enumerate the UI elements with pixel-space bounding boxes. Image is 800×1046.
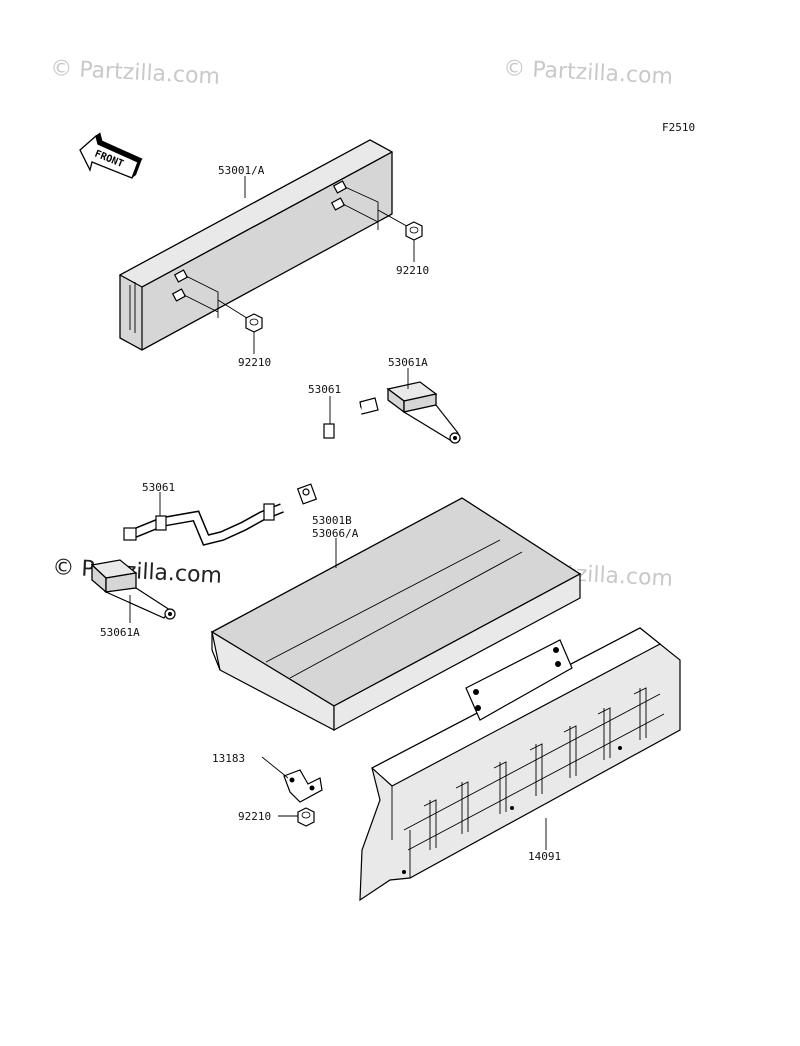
callout-strap-upper: 53061 [308,383,341,396]
callout-seat-line2: 53066/A [312,527,359,540]
watermark-top-left: © Partzilla.com [50,56,221,90]
callout-mudflap-front: 53001/A [218,164,265,177]
callout-nut-left: 92210 [238,356,271,369]
watermark-mid-left: © Partzilla.com [52,555,223,589]
nut-icon-bottom [297,807,315,827]
leader-lines [129,176,547,850]
nut-icon-right [405,221,423,241]
callout-bracket: 13183 [212,752,245,765]
callout-nut-right: 92210 [396,264,429,277]
front-arrow-icon: FRONT [79,132,143,179]
callout-strap-bottom-left: 53061A [100,626,140,639]
strap-top-right-part [386,381,461,444]
mudflap-front-part [118,139,413,351]
callout-strap-lower: 53061 [142,481,175,494]
diagram-code: F2510 [662,121,695,134]
callout-seat-line1: 53001B [312,514,352,527]
strap-bottom-left-part [90,559,176,620]
strap-upper-part [296,397,379,505]
callout-guard: 14091 [528,850,561,863]
strap-lower-part [123,503,284,546]
seat-part [210,497,582,732]
callout-strap-top-right: 53061A [388,356,428,369]
nut-icon-left [245,313,263,333]
callout-nut-bottom: 92210 [238,810,271,823]
guard-part [359,627,681,902]
bracket-part [283,769,323,803]
watermark-top-right: © Partzilla.com [503,56,674,90]
